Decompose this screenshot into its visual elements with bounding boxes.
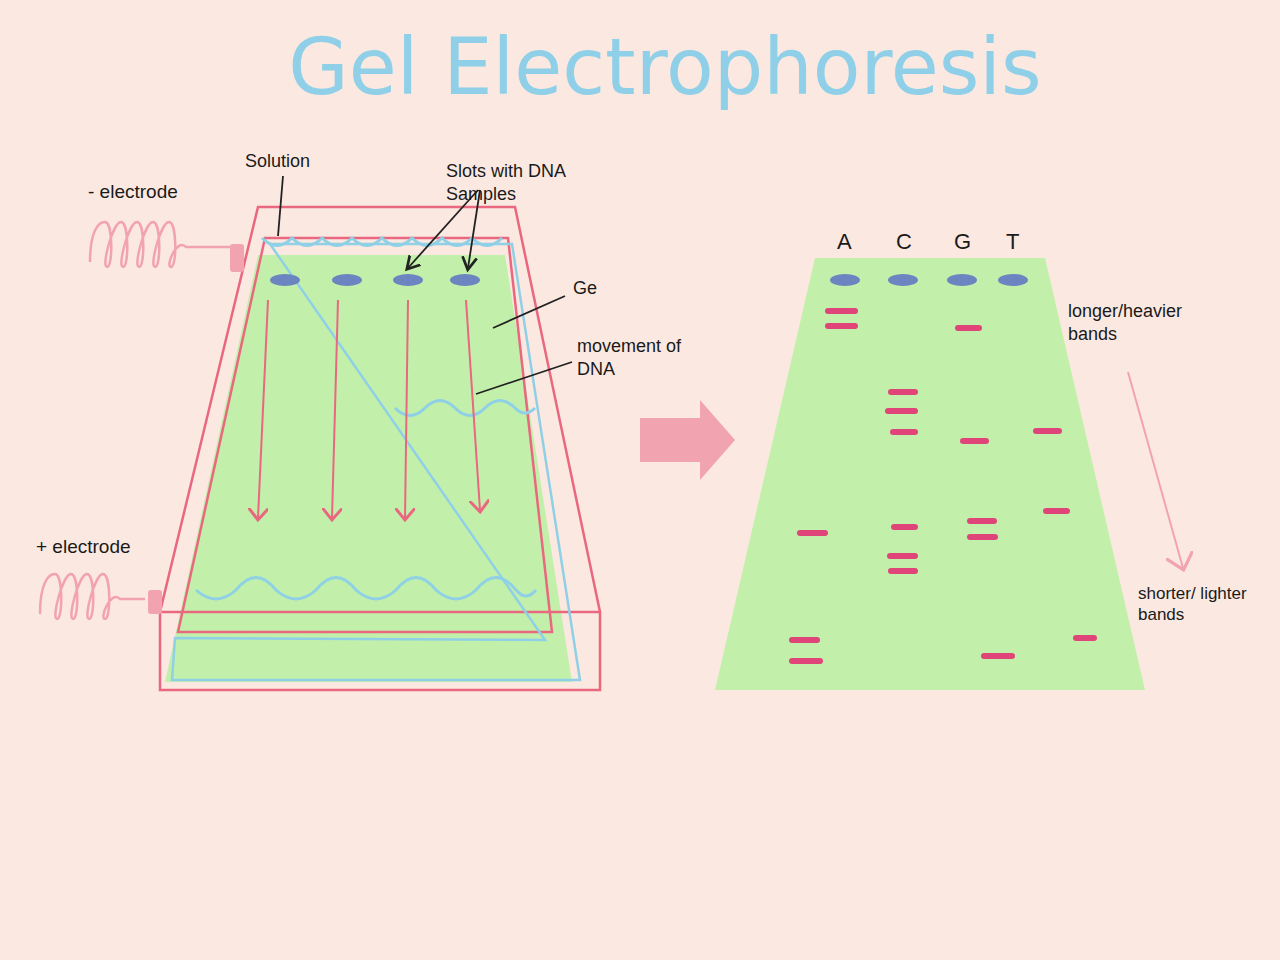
transition-arrow: [640, 400, 735, 480]
result-gel: [715, 258, 1145, 690]
part-label: movement of DNA: [577, 335, 697, 380]
note: longer/heavier bands: [1068, 300, 1233, 345]
size-arrow: [1128, 372, 1183, 568]
lane-label: T: [1006, 228, 1019, 256]
part-label: Ge: [573, 277, 597, 300]
lane-label: G: [954, 228, 971, 256]
part-label: + electrode: [36, 535, 131, 559]
lane-label: C: [896, 228, 912, 256]
gel-tray: [160, 207, 600, 690]
note: shorter/ lighter bands: [1138, 583, 1274, 626]
part-label: - electrode: [88, 180, 178, 204]
lane-label: A: [837, 228, 852, 256]
title: Gel Electrophoresis: [288, 22, 1041, 112]
part-label: Slots with DNA Samples: [446, 160, 636, 205]
part-label: Solution: [245, 150, 310, 173]
leader-line: [278, 176, 572, 394]
electrode-coil: [40, 222, 244, 619]
